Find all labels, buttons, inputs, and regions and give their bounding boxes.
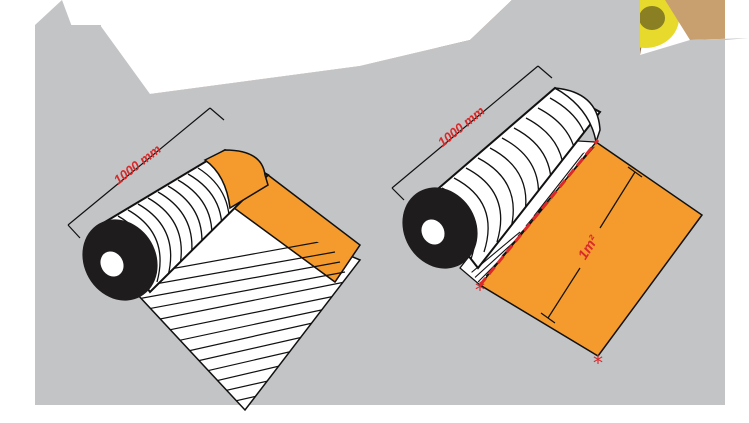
corner-marker-left: * [475, 278, 485, 302]
corner-marker-bottom: * [593, 351, 603, 375]
